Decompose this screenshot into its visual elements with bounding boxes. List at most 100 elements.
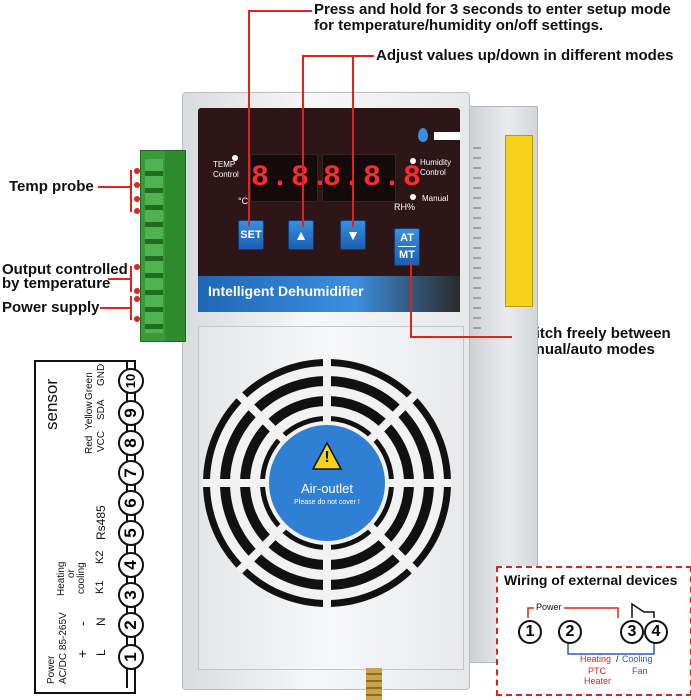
- drain-nozzle: [366, 668, 382, 700]
- temp-label-1: TEMP: [213, 160, 236, 169]
- temp-label-2: Control: [213, 170, 239, 179]
- external-cooling-label: Cooling: [622, 654, 653, 664]
- set-button[interactable]: SET: [238, 220, 264, 250]
- external-ptc-label: PTC: [588, 666, 606, 676]
- side-vents: [473, 147, 481, 337]
- power-bracket: [130, 296, 132, 320]
- n-label: N: [94, 617, 108, 626]
- terminal-block: [140, 150, 186, 342]
- temperature-display: 8.8.8: [250, 154, 349, 202]
- power-supply-annotation: Power supply: [2, 299, 100, 316]
- terminal-3: 3: [118, 582, 144, 608]
- probe-dot-2: [134, 182, 140, 188]
- switch-leader-h: [410, 336, 512, 338]
- terminal-9: 9: [118, 400, 144, 426]
- terminal-6: 6: [118, 490, 144, 516]
- power-leader: [100, 307, 132, 309]
- switch-annotation-line2: manual/auto modes: [514, 341, 655, 358]
- temp-probe-bracket: [130, 170, 132, 212]
- green-label: Green: [84, 372, 95, 400]
- external-terminal-1: 1: [518, 620, 542, 644]
- fan-panel: ! Air-outlet Please do not cover !: [198, 326, 464, 670]
- at-mt-button[interactable]: AT MT: [394, 228, 420, 266]
- external-heating-label: Heating: [580, 654, 612, 664]
- external-power-label: Power: [534, 602, 564, 612]
- external-slash: /: [616, 654, 619, 664]
- temp-indicator-led: [232, 155, 238, 161]
- setup-annotation-line1: Press and hold for 3 seconds to enter se…: [314, 1, 671, 18]
- power-label: Power: [46, 655, 57, 684]
- humidity-label-2: Control: [420, 168, 446, 177]
- l-label: L: [94, 649, 108, 656]
- humidity-display: 8.8.8: [322, 154, 421, 202]
- probe-dot-1: [134, 168, 140, 174]
- brand-band: Intelligent Dehumidifier: [198, 276, 460, 312]
- external-terminal-2: 2: [558, 620, 582, 644]
- air-outlet-subtitle: Please do not cover !: [294, 499, 360, 506]
- humidity-indicator-led: [410, 158, 416, 164]
- warning-sticker: [505, 135, 533, 307]
- probe-dot-4: [134, 208, 140, 214]
- probe-dot-3: [134, 196, 140, 202]
- sda-label: SDA: [96, 399, 107, 420]
- temp-probe-leader: [98, 186, 132, 188]
- yellow-label: Yellow: [84, 401, 95, 430]
- terminal-5: 5: [118, 520, 144, 546]
- panel-white-strip: [434, 132, 460, 140]
- setup-leader-v: [248, 10, 250, 226]
- external-wiring-box: Wiring of external devices Power 1 2 3 4…: [496, 566, 691, 696]
- down-button[interactable]: ▼: [340, 220, 366, 250]
- external-fan-label: Fan: [632, 666, 648, 676]
- manual-label: Manual: [422, 194, 449, 203]
- power-dot-2: [134, 316, 140, 322]
- setup-leader-h: [248, 10, 312, 12]
- external-heater-label: Heater: [584, 676, 612, 686]
- rh-label: RH%: [394, 202, 416, 212]
- adjust-leader-up: [302, 55, 304, 227]
- output-leader: [108, 278, 132, 280]
- plus-label: +: [74, 649, 90, 658]
- terminal-8: 8: [118, 430, 144, 456]
- external-title: Wiring of external devices: [504, 572, 678, 588]
- brand-label: Intelligent Dehumidifier: [208, 283, 364, 299]
- at-label: AT: [400, 232, 414, 244]
- power-spec-label: AC/DC 85-265V: [58, 612, 69, 684]
- at-mt-divider: [398, 246, 416, 247]
- switch-annotation-line1: Switch freely between: [514, 325, 671, 342]
- terminal-housing: [165, 151, 185, 341]
- adjust-annotation: Adjust values up/down in different modes: [376, 47, 674, 64]
- minus-label: -: [74, 621, 90, 626]
- red-label: Red: [84, 435, 95, 454]
- switch-leader-v: [410, 262, 412, 338]
- k2-label: K2: [94, 550, 106, 564]
- output-annotation-line1: Output controlled: [2, 261, 128, 278]
- manual-indicator-led: [410, 194, 416, 200]
- external-terminal-3: 3: [620, 620, 644, 644]
- output-dot-2: [134, 288, 140, 294]
- external-wires: [527, 602, 655, 655]
- terminal-7: 7: [118, 460, 144, 486]
- air-outlet-title: Air-outlet: [300, 481, 354, 496]
- water-drop-icon: [418, 128, 428, 142]
- k1-label: K1: [94, 580, 106, 594]
- adjust-leader-down: [352, 55, 354, 227]
- fan-grille: [203, 359, 451, 607]
- warning-icon: !: [324, 449, 330, 466]
- up-button[interactable]: ▲: [288, 220, 314, 250]
- gnd-label: GND: [96, 363, 107, 386]
- terminal-4: 4: [118, 552, 144, 578]
- humidity-label-1: Humidity: [420, 158, 452, 167]
- vcc-label: VCC: [96, 430, 107, 452]
- temp-probe-annotation: Temp probe: [9, 178, 94, 195]
- adjust-leader-h: [302, 55, 374, 57]
- device-side-panel: [462, 106, 538, 663]
- setup-annotation-line2: for temperature/humidity on/off settings…: [314, 17, 604, 34]
- mt-label: MT: [399, 249, 415, 261]
- cooling-label: cooling: [76, 562, 87, 594]
- power-dot-1: [134, 296, 140, 302]
- external-terminal-4: 4: [644, 620, 668, 644]
- terminal-10: 10: [118, 368, 144, 394]
- terminal-1: 1: [118, 644, 144, 670]
- rs485-label: Rs485: [94, 505, 108, 540]
- terminal-2: 2: [118, 612, 144, 638]
